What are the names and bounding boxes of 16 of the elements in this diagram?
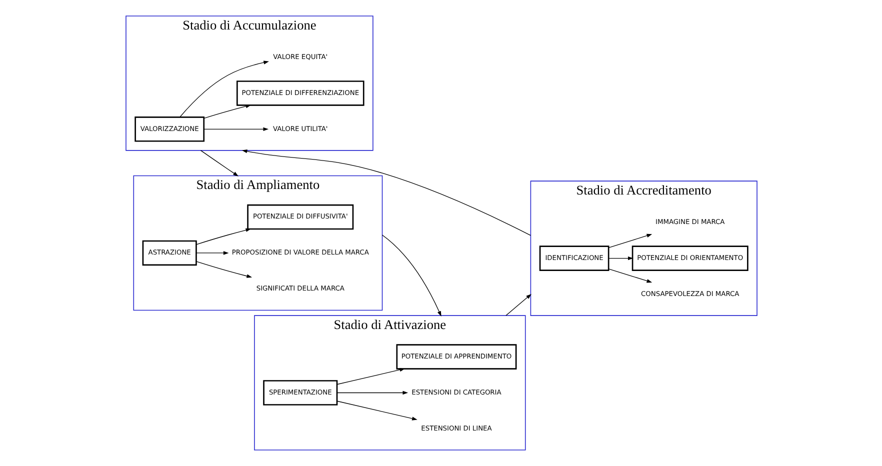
arrow <box>336 390 408 395</box>
arrow <box>505 294 531 316</box>
arrow <box>336 400 417 420</box>
arrow <box>195 228 251 245</box>
arrow <box>179 60 268 118</box>
arrow <box>608 268 652 283</box>
arrow <box>336 368 405 385</box>
arrow <box>200 150 238 176</box>
arrow <box>241 149 531 236</box>
arrow <box>608 256 633 260</box>
arrow <box>203 127 268 132</box>
arrow <box>381 234 441 316</box>
arrow <box>203 104 251 119</box>
arrow <box>196 251 228 255</box>
arrow <box>608 234 652 248</box>
arrow <box>195 261 252 278</box>
